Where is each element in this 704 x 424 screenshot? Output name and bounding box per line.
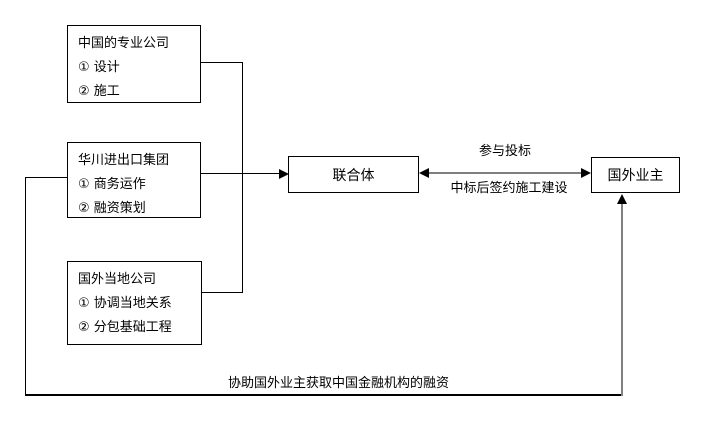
arrowhead-into-consortium-right-icon — [419, 168, 429, 178]
connector-up-to-owner — [621, 203, 623, 396]
connector-bottom-horizontal — [25, 394, 623, 396]
box-consortium-label: 联合体 — [332, 167, 375, 184]
connector-bid-double-arrow — [429, 172, 582, 174]
box-china-professional-title: 中国的专业公司 — [78, 36, 170, 51]
box-foreign-local: 国外当地公司 ① 协调当地关系 ② 分包基础工程 — [67, 261, 202, 345]
box-china-professional: 中国的专业公司 ① 设计 ② 施工 — [67, 25, 201, 103]
box-huachuan-group: 华川进出口集团 ① 商务运作 ② 融资策划 — [67, 142, 201, 218]
box-foreign-local-item-2: ② 分包基础工程 — [78, 320, 172, 335]
connector-box2-left — [25, 177, 67, 178]
box-huachuan-group-title: 华川进出口集团 — [78, 153, 170, 168]
arrowhead-into-owner-icon — [617, 194, 627, 204]
box-consortium: 联合体 — [288, 156, 419, 193]
connector-box1-to-bus — [201, 62, 243, 63]
label-financing: 协助国外业主获取中国金融机构的融资 — [228, 376, 450, 391]
connector-box2-to-consortium — [201, 173, 281, 174]
connector-box3-to-bus — [202, 292, 243, 293]
box-foreign-owner: 国外业主 — [591, 157, 680, 193]
box-foreign-local-item-1: ① 协调当地关系 — [78, 296, 172, 311]
box-foreign-local-title: 国外当地公司 — [78, 272, 157, 287]
box-foreign-owner-label: 国外业主 — [607, 168, 664, 184]
box-huachuan-group-item-1: ① 商务运作 — [78, 177, 146, 192]
box-china-professional-item-2: ② 施工 — [78, 84, 120, 99]
arrowhead-into-consortium-icon — [279, 169, 289, 179]
label-contract: 中标后签约施工建设 — [450, 181, 568, 196]
box-china-professional-item-1: ① 设计 — [78, 60, 120, 75]
connector-left-vertical — [25, 177, 26, 396]
label-bid: 参与投标 — [478, 144, 531, 159]
arrowhead-into-owner-left-icon — [581, 168, 591, 178]
connector-vertical-bus — [242, 62, 243, 293]
box-huachuan-group-item-2: ② 融资策划 — [78, 201, 146, 216]
